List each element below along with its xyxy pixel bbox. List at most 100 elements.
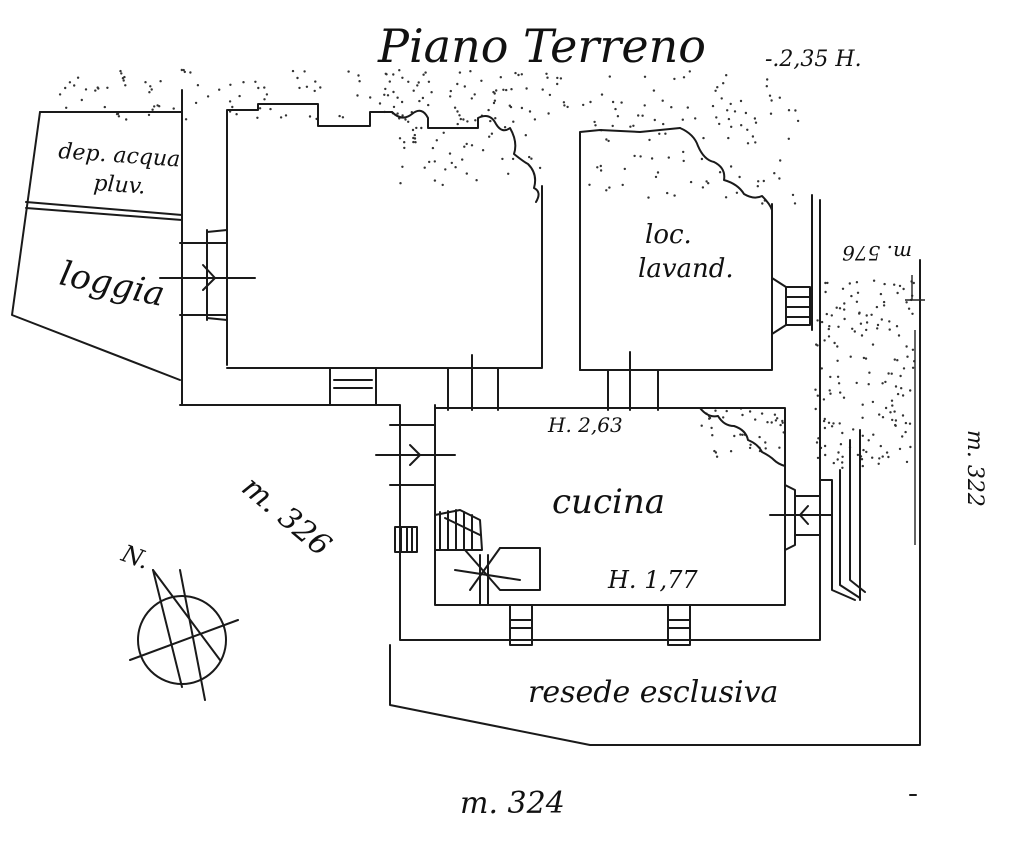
stipple-dot	[891, 404, 894, 407]
stipple-dot	[525, 87, 528, 90]
stipple-dot	[461, 158, 464, 161]
stipple-dot	[814, 388, 817, 391]
stipple-dot	[887, 372, 890, 375]
stipple-dot	[860, 334, 864, 337]
stipple-dot	[593, 120, 596, 124]
stipple-dot	[456, 122, 459, 126]
stipple-dot	[120, 72, 123, 75]
stipple-dot	[369, 96, 372, 99]
stipple-dot	[547, 112, 550, 115]
stipple-dot	[465, 172, 468, 175]
stipple-dot	[401, 165, 404, 168]
stipple-dot	[643, 75, 647, 79]
stipple-dot	[184, 118, 188, 121]
stipple-dot	[898, 284, 902, 288]
laundry-room	[579, 127, 773, 371]
stipple-dot	[84, 88, 88, 91]
stipple-dot	[403, 141, 406, 144]
stipple-dot	[494, 117, 497, 120]
stipple-dot	[124, 84, 127, 87]
stipple-dot	[505, 88, 508, 92]
stipple-dot	[718, 171, 722, 174]
stipple-dot	[779, 423, 782, 427]
stipple-dot	[838, 422, 841, 425]
stipple-dot	[235, 113, 238, 116]
stipple-dot	[411, 128, 415, 132]
stipple-dot	[385, 73, 388, 76]
stipple-dot	[908, 422, 912, 425]
stipple-dot	[896, 291, 899, 295]
label-resede: resede esclusiva	[528, 675, 778, 710]
stipple-dot	[824, 453, 827, 457]
stipple-dot	[770, 99, 773, 102]
stipple-dot	[63, 86, 67, 90]
stipple-dot	[420, 126, 423, 130]
stipple-dot	[751, 135, 755, 138]
stipple-dot	[424, 71, 427, 74]
stipple-dot	[722, 82, 725, 85]
stipple-dot	[196, 84, 200, 87]
plan-title-height: -.2,35 H.	[765, 47, 862, 72]
stipple-dot	[865, 328, 868, 332]
stipple-dot	[827, 335, 831, 338]
stipple-dot	[901, 394, 905, 397]
stipple-dot	[673, 194, 676, 197]
stipple-dot	[681, 118, 684, 121]
stipple-dot	[148, 91, 151, 94]
stipple-dot	[652, 89, 656, 92]
stipple-dot	[242, 81, 245, 84]
stipple-dot	[647, 196, 650, 199]
stipple-dot	[850, 294, 853, 298]
stipple-dot	[832, 422, 835, 425]
stipple-dot	[835, 306, 838, 309]
stipple-dot	[861, 434, 864, 437]
stipple-dot	[707, 182, 710, 185]
stipple-dot	[454, 166, 457, 169]
stipple-dot	[435, 139, 438, 142]
stipple-dot	[909, 445, 912, 449]
stipple-dot	[514, 71, 517, 75]
stipple-dot	[648, 138, 651, 142]
stipple-dot	[458, 71, 462, 74]
stipple-dot	[768, 94, 772, 97]
stipple-dot	[882, 304, 886, 307]
stipple-dot	[637, 114, 640, 117]
label-lavand: lavand.	[638, 254, 734, 284]
stipple-dot	[228, 100, 232, 103]
stipple-dot	[714, 89, 717, 93]
stipple-dot	[902, 367, 906, 370]
stipple-dot	[836, 458, 839, 461]
stipple-dot	[887, 455, 890, 459]
stipple-dot	[773, 172, 776, 175]
stipple-dot	[398, 137, 402, 140]
stipple-dot	[885, 451, 889, 454]
stipple-dot	[378, 102, 382, 105]
stipple-dot	[313, 89, 316, 93]
stipple-dot	[475, 179, 478, 182]
stipple-dot	[864, 357, 868, 360]
stipple-dot	[403, 146, 406, 150]
stipple-dot	[417, 81, 420, 84]
label-h177: H. 1,77	[607, 566, 698, 594]
stipple-dot	[694, 117, 697, 120]
stipple-dot	[727, 117, 731, 121]
stipple-dot	[738, 175, 741, 179]
stipple-dot	[911, 366, 915, 369]
stipple-dot	[541, 88, 544, 91]
stipple-dot	[761, 202, 764, 205]
stipple-dot	[796, 119, 800, 123]
stipple-dot	[284, 114, 288, 117]
stipple-dot	[546, 76, 549, 79]
label-m576: m. 576	[842, 241, 912, 265]
stipple-dot	[474, 119, 477, 122]
stipple-dot	[824, 290, 827, 294]
stipple-dot	[714, 451, 718, 454]
stipple-dot	[643, 104, 646, 107]
kitchen-right-door	[769, 484, 833, 551]
stipple-dot	[855, 300, 859, 303]
stipple-dot	[718, 122, 721, 126]
stipple-dot	[510, 88, 513, 91]
label-h263: H. 2,63	[547, 413, 623, 437]
stipple-dot	[764, 441, 767, 444]
stipple-dot	[433, 160, 436, 163]
